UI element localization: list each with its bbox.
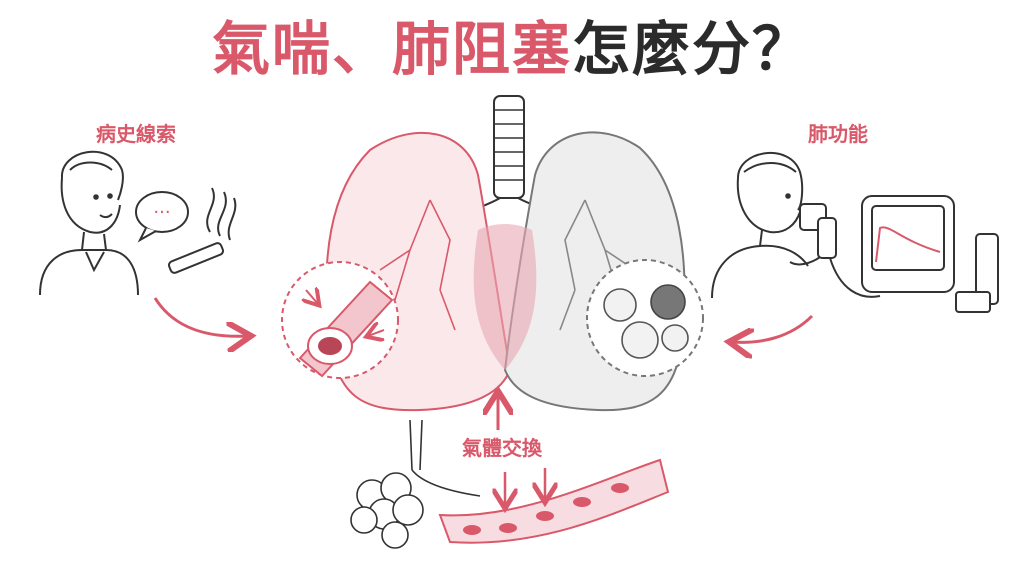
gas-exchange-label: 氣體交換 bbox=[462, 436, 542, 460]
title-rest: 怎麼分？ bbox=[572, 15, 813, 83]
lung-overlap bbox=[473, 224, 537, 370]
history-label: 病史線索 bbox=[96, 122, 176, 146]
speech-bubble-text: ··· bbox=[153, 202, 170, 223]
lung-function-label: 肺功能 bbox=[808, 122, 868, 146]
airway-zoom-circle bbox=[281, 261, 399, 379]
page-title: 氣喘、肺阻塞怎麼分？ bbox=[0, 14, 1024, 84]
patient-spirometry-figure bbox=[711, 151, 827, 299]
blood-vessel bbox=[438, 458, 670, 544]
alveoli-cluster bbox=[350, 419, 481, 549]
lung-function-arrow bbox=[732, 314, 814, 342]
spirometer-device bbox=[799, 195, 955, 298]
title-accent: 氣喘、肺阻塞 bbox=[211, 15, 572, 83]
alveoli-zoom-circle bbox=[586, 259, 704, 377]
history-arrow bbox=[153, 297, 248, 336]
speech-bubble-icon: ··· bbox=[135, 191, 189, 243]
patient-history-figure bbox=[39, 150, 139, 296]
cigarette-icon bbox=[167, 187, 237, 274]
inhaler-icon bbox=[955, 233, 999, 313]
